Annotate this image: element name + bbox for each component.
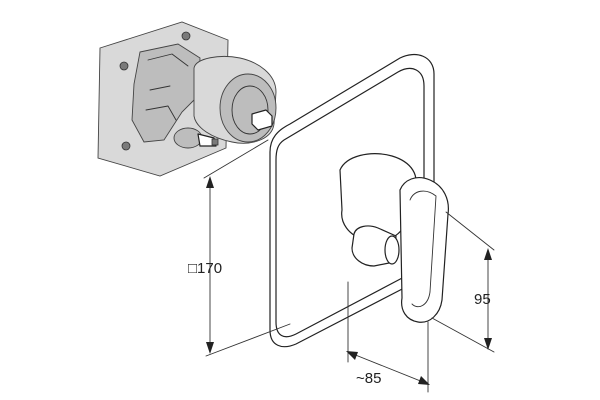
lever-paddle <box>399 177 449 323</box>
extension-line-top <box>203 139 269 179</box>
plate-screw-hole <box>119 61 129 71</box>
arrowhead-top <box>484 248 492 260</box>
housing-detail <box>145 53 189 121</box>
dimension-line <box>347 351 429 385</box>
concealed-valve-body <box>97 21 277 177</box>
diverter-body <box>173 127 203 149</box>
dimension-height: 95 <box>431 211 495 353</box>
cartridge-spindle <box>251 109 273 131</box>
dimension-width: □170 <box>188 139 291 357</box>
extension-line-bottom <box>431 317 495 353</box>
arrowhead-bottom <box>484 338 492 350</box>
dimension-depth: ~85 <box>346 281 430 393</box>
mixer-lever <box>339 153 449 323</box>
plate-screw-hole <box>121 141 131 151</box>
height-label: 95 <box>474 291 491 308</box>
extension-line-top <box>445 211 495 251</box>
valve-housing <box>131 43 201 143</box>
plate-screw-hole <box>181 31 191 41</box>
cartridge-ring <box>231 85 269 135</box>
lever-paddle-inner <box>409 190 437 308</box>
diverter-tip <box>211 138 219 146</box>
arrowhead-right <box>418 376 430 385</box>
arrowhead-left <box>346 351 358 360</box>
arrowhead-bottom <box>206 342 214 354</box>
arrowhead-top <box>206 176 214 188</box>
width-label: □170 <box>188 260 222 277</box>
extension-line-bottom <box>205 323 291 357</box>
diverter-knob-end <box>384 235 400 265</box>
depth-label: ~85 <box>356 370 381 387</box>
diverter-nipple <box>197 133 217 147</box>
